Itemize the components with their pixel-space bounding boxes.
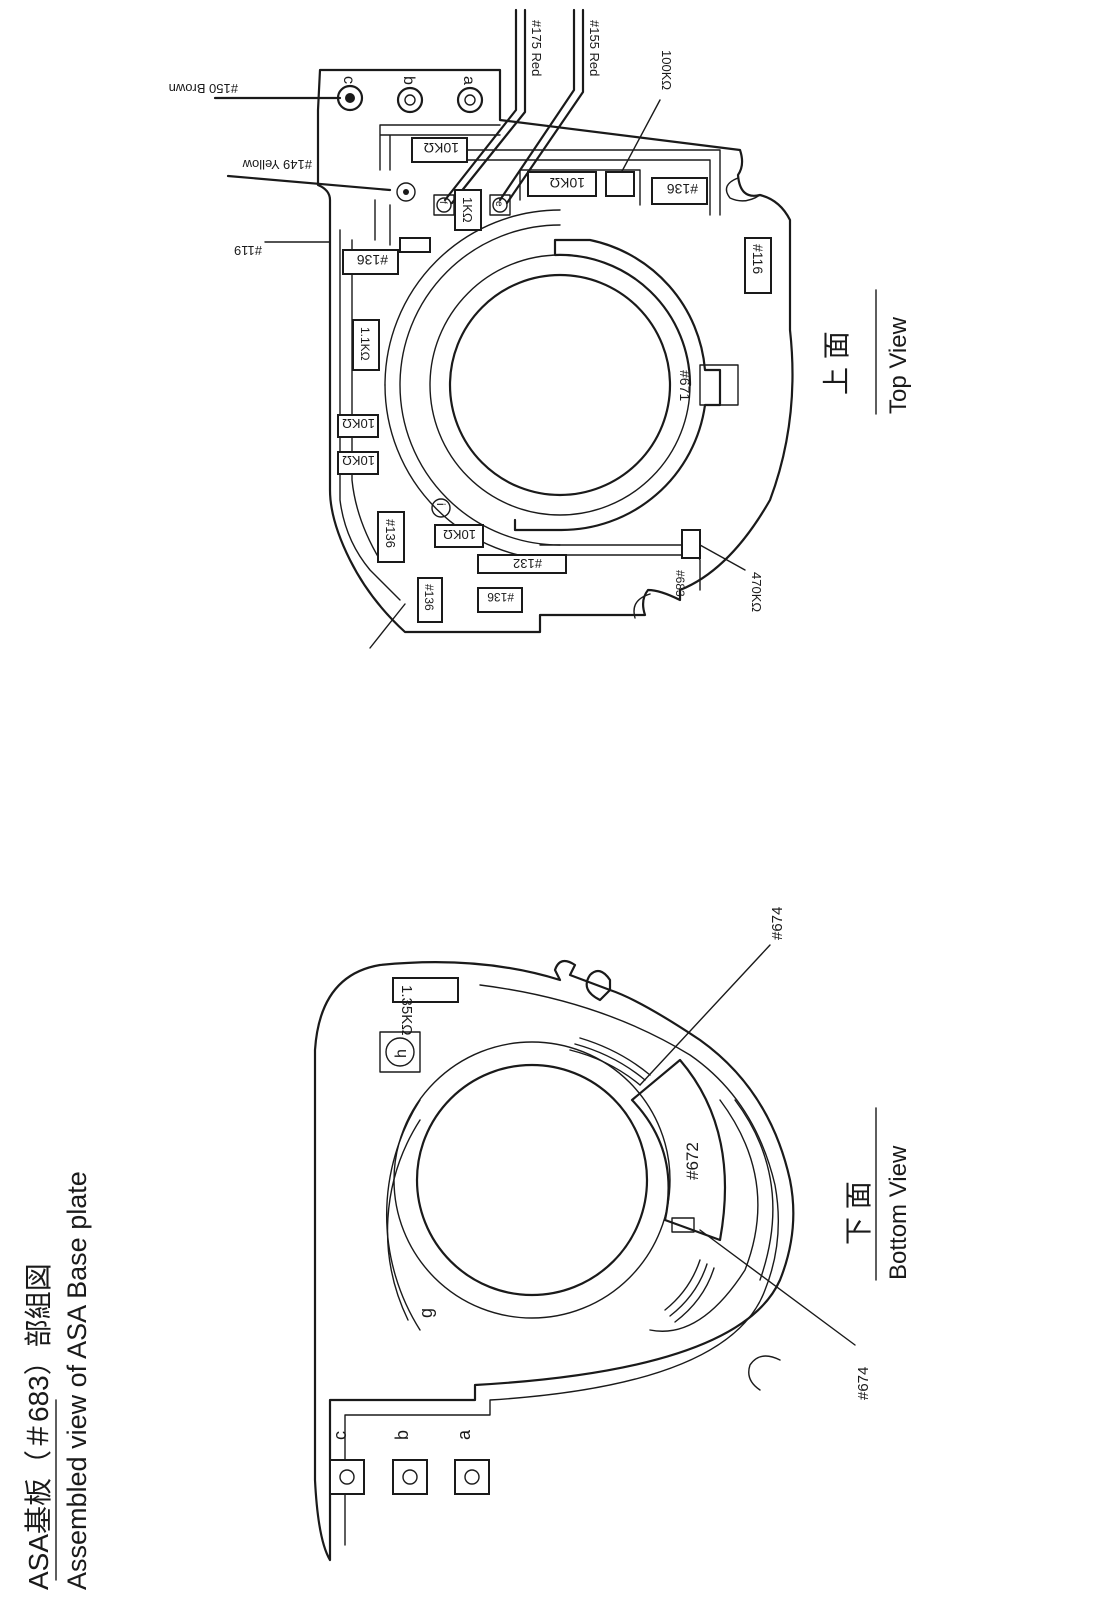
bottom-part-672-label: #672 <box>683 1142 702 1180</box>
bottom-callout-674-top: #674 <box>769 907 786 940</box>
top-res-1-1k-label: 1.1KΩ <box>358 327 372 361</box>
top-inner-hole <box>448 273 672 497</box>
top-pad-yellow <box>396 182 416 202</box>
top-part-671 <box>513 238 722 532</box>
bottom-part-672 <box>630 1058 727 1242</box>
top-wire-yellow-label: #149 Yellow <box>242 157 312 172</box>
bottom-terminal-a-label: a <box>454 1429 474 1440</box>
top-part-132-label: #132 <box>513 556 542 571</box>
top-pad-i-label: i <box>434 503 448 506</box>
top-res-10k-d: 10KΩ <box>337 451 379 475</box>
bottom-pad-h-box <box>379 1031 421 1073</box>
top-pad-f: f <box>437 201 448 204</box>
bottom-resistor-box <box>392 977 459 1003</box>
top-res-1k-label: 1KΩ <box>460 197 475 223</box>
top-wire-red-175-label: #175 Red <box>529 20 544 76</box>
top-view-label-en: Top View <box>885 316 912 414</box>
top-part-136-e-label: #136 <box>487 590 514 604</box>
top-part-136-b: #136 <box>342 249 399 275</box>
top-terminal-a-label: a <box>460 76 477 85</box>
top-part-671-label: #671 <box>677 370 693 401</box>
top-label-119: #119 <box>234 243 262 258</box>
top-part-119-box <box>399 237 431 253</box>
top-arrow-bottom-left <box>369 603 406 649</box>
top-part-136-a: #136 <box>651 177 708 205</box>
bottom-terminal-c-hole <box>339 1469 355 1485</box>
top-view: c b a #150 Brown #149 Yellow #175 Red #1… <box>169 8 912 649</box>
top-view-outline <box>316 68 794 634</box>
bottom-brush-top <box>569 1037 651 1086</box>
bottom-pad-h-circle <box>385 1037 415 1067</box>
top-part-100k-box <box>605 171 635 197</box>
top-label-683: #683 <box>673 570 687 597</box>
top-part-136-b-label: #136 <box>357 252 388 268</box>
bottom-terminal-c-pad <box>329 1459 365 1495</box>
top-res-10k-b-label: 10KΩ <box>550 175 585 191</box>
top-part-136-a-label: #136 <box>667 181 698 197</box>
top-pad-i <box>431 498 451 518</box>
bottom-callout-674-bottom-line <box>699 1229 856 1346</box>
top-res-10k-b: 10KΩ <box>527 171 597 197</box>
top-res-10k-a: 10KΩ <box>411 137 468 163</box>
top-terminal-b <box>396 86 424 114</box>
top-wire-red-155 <box>498 8 576 202</box>
top-part-136-c-label: #136 <box>383 519 398 548</box>
top-wire-brown-label: #150 Brown <box>169 81 238 96</box>
bottom-terminal-a-hole <box>464 1469 480 1485</box>
bottom-pad-g: g <box>416 1308 436 1318</box>
bottom-terminals: a b c <box>329 1429 490 1495</box>
top-terminals: c b a <box>336 76 484 114</box>
bottom-resistor-label: 1.35KΩ <box>398 985 415 1035</box>
title-english: Assembled view of ASA Base plate <box>62 1171 92 1590</box>
top-view-label-jp: 上 面 <box>821 331 852 395</box>
bottom-terminal-c-label: c <box>330 1431 350 1440</box>
title-block: ASA基板（＃683）部組図 Assembled view of ASA Bas… <box>23 1171 92 1590</box>
bottom-view-label-jp: 下 面 <box>843 1181 874 1245</box>
top-res-10k-a-label: 10KΩ <box>424 140 459 156</box>
bottom-inner-hole <box>415 1063 649 1297</box>
bottom-pad-h: h <box>393 1049 410 1058</box>
top-label-100k: 100KΩ <box>659 50 674 90</box>
top-part-136-e: #136 <box>477 587 523 613</box>
top-part-136-d: #136 <box>417 577 443 623</box>
top-res-10k-c: 10KΩ <box>337 414 379 438</box>
top-terminal-a <box>456 86 484 114</box>
bottom-callout-674-top-line <box>639 944 771 1086</box>
top-res-10k-c-label: 10KΩ <box>342 416 375 431</box>
bottom-view-label-en: Bottom View <box>885 1145 912 1280</box>
top-part-132: #132 <box>477 554 567 574</box>
top-res-1-1k: 1.1KΩ <box>352 319 380 371</box>
bottom-terminal-b-hole <box>402 1469 418 1485</box>
top-wire-red-175 <box>443 8 518 202</box>
bottom-view-outline <box>313 959 795 1562</box>
top-res-1k: 1KΩ <box>454 189 482 231</box>
top-label-470k: 470KΩ <box>749 572 764 612</box>
top-wire-yellow <box>226 174 392 192</box>
bottom-view: a b c g h 1.35KΩ #672 <box>313 907 912 1562</box>
bottom-inner-ring <box>393 1041 671 1319</box>
top-pad-f-box <box>433 194 455 216</box>
bottom-brush-bottom <box>664 1259 715 1323</box>
top-pad-e: e <box>493 201 504 207</box>
top-part-116: #116 <box>744 237 772 294</box>
top-part-116-label: #116 <box>750 244 766 274</box>
top-terminal-c-label: c <box>340 76 357 84</box>
top-part-470k-box <box>681 529 701 559</box>
bottom-terminal-b-label: b <box>392 1430 412 1440</box>
top-res-10k-d-label: 10KΩ <box>342 453 375 468</box>
top-pad-e-box <box>489 194 511 216</box>
bottom-callout-674-bottom: #674 <box>855 1367 872 1400</box>
title-japanese: ASA基板（＃683）部組図 <box>23 1263 54 1590</box>
top-res-10k-e-label: 10KΩ <box>443 527 476 542</box>
top-res-10k-e: 10KΩ <box>434 524 484 548</box>
top-wire-red-155-label: #155 Red <box>587 20 602 76</box>
top-part-136-c: #136 <box>377 511 405 563</box>
top-part-136-d-label: #136 <box>422 584 436 611</box>
bottom-terminal-b-pad <box>392 1459 428 1495</box>
top-terminal-b-label: b <box>400 76 417 85</box>
bottom-terminal-a-pad <box>454 1459 490 1495</box>
